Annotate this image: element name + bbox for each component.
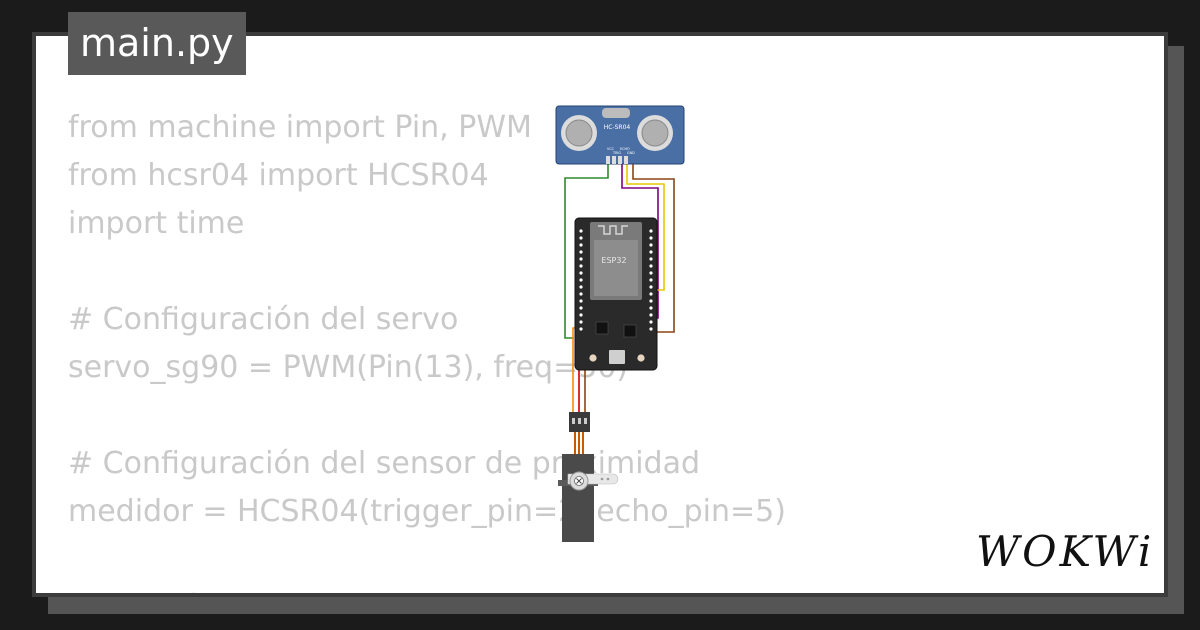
code-line: import time	[68, 206, 245, 241]
servo-connector	[569, 412, 590, 456]
esp32-board[interactable]: ESP32	[574, 217, 658, 371]
code-line: # Configuración del servo	[68, 302, 459, 337]
code-line: medidor = HCSR04(trigger_pin=2, echo_pin…	[68, 494, 786, 529]
pin-label: GND	[627, 151, 635, 155]
sg90-servo[interactable]	[558, 454, 619, 542]
circuit-diagram: HC-SR04 VCC TRIG ECHO GND ESP32	[555, 105, 685, 542]
sensor-pins: VCC TRIG ECHO GND	[607, 147, 635, 155]
wire-vcc	[564, 162, 609, 339]
hcsr04-sensor[interactable]: HC-SR04 VCC TRIG ECHO GND	[555, 105, 685, 165]
wire-gnd	[632, 162, 675, 333]
left-header-pins	[579, 229, 583, 331]
wire-echo	[626, 162, 665, 291]
code-line: servo_sg90 = PWM(Pin(13), freq=50)	[68, 350, 629, 385]
code-line: from hcsr04 import HCSR04	[68, 158, 489, 193]
wokwi-logo: WOKWi	[976, 527, 1155, 576]
code-line: # Función para mover el servo	[68, 584, 786, 593]
right-header-pins	[649, 229, 653, 331]
file-tab[interactable]: main.py	[68, 12, 246, 75]
board-label: ESP32	[601, 256, 626, 265]
code-snippet: from machine import Pin, PWM from hcsr04 …	[68, 104, 786, 593]
pin-label: TRIG	[612, 151, 621, 155]
code-line: from machine import Pin, PWM	[68, 110, 532, 145]
pin-label: ECHO	[620, 147, 630, 151]
sensor-label: HC-SR04	[604, 124, 631, 131]
pin-label: VCC	[607, 147, 615, 151]
